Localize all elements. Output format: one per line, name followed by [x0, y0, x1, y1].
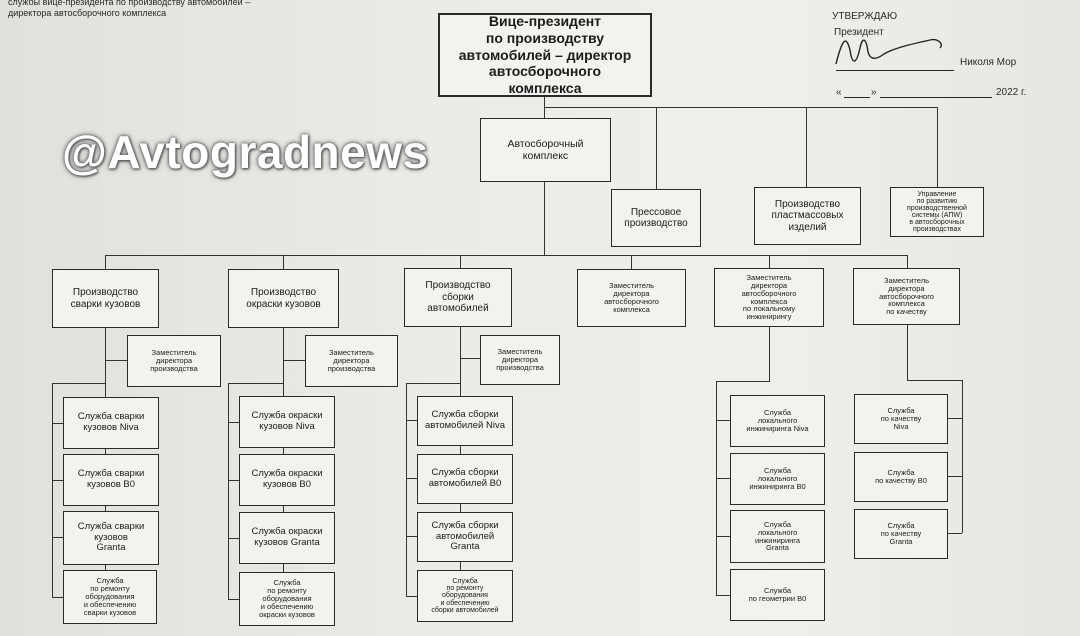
box-assembly-repair: Служба по ремонту оборудования и обеспеч…	[417, 570, 513, 622]
connector	[406, 383, 460, 385]
connector	[283, 255, 285, 269]
box-vice-president: Вице-президент по производству автомобил…	[438, 13, 652, 97]
box-assembly-complex: Автосборочный комплекс	[480, 118, 611, 182]
box-geometry-b0: Служба по геометрии В0	[730, 569, 825, 621]
box-weld-niva: Служба сварки кузовов Niva	[63, 397, 159, 449]
connector	[907, 255, 909, 268]
connector	[937, 107, 939, 187]
box-quality-niva: Служба по качеству Niva	[854, 394, 948, 444]
connector	[52, 383, 105, 385]
box-aps-department: Управление по развитию производственной …	[890, 187, 984, 237]
connector	[105, 255, 107, 269]
box-deputy-local-engineering: Заместитель директора автосборочного ком…	[714, 268, 824, 327]
connector	[406, 383, 408, 597]
connector	[716, 381, 718, 596]
connector	[228, 422, 239, 424]
connector	[544, 107, 938, 109]
box-paint-deputy-director: Заместитель директора производства	[305, 335, 398, 387]
box-engineering-granta: Служба локального инжиниринга Granta	[730, 510, 825, 563]
connector	[716, 478, 730, 480]
signature-underline	[836, 70, 954, 71]
connector	[656, 107, 658, 189]
box-assembly-deputy-director: Заместитель директора производства	[480, 335, 560, 385]
connector	[283, 360, 305, 362]
box-deputy-quality: Заместитель директора автосборочного ком…	[853, 268, 960, 325]
connector	[806, 107, 808, 187]
connector	[228, 538, 239, 540]
box-press-production: Прессовое производство	[611, 189, 701, 247]
box-weld-b0: Служба сварки кузовов В0	[63, 454, 159, 506]
connector	[544, 107, 546, 118]
connector	[769, 327, 771, 382]
date-quote-close: »	[871, 87, 877, 98]
box-paint-niva: Служба окраски кузовов Niva	[239, 396, 335, 448]
box-quality-b0: Служба по качеству В0	[854, 452, 948, 502]
connector	[105, 255, 908, 257]
approver-role: Президент	[834, 27, 884, 38]
connector	[52, 537, 63, 539]
connector	[406, 596, 417, 598]
connector	[228, 599, 239, 601]
document-header-text: службы вице-президента по производству а…	[8, 0, 251, 18]
connector	[460, 358, 480, 360]
box-weld-granta: Служба сварки кузовов Granta	[63, 511, 159, 565]
box-paint-b0: Служба окраски кузовов В0	[239, 454, 335, 506]
box-weld-deputy-director: Заместитель директора производства	[127, 335, 221, 387]
box-assembly-niva: Служба сборки автомобилей Niva	[417, 396, 513, 446]
connector	[228, 480, 239, 482]
box-paint-repair: Служба по ремонту оборудования и обеспеч…	[239, 572, 335, 626]
signature-icon	[835, 38, 942, 65]
connector	[52, 597, 63, 599]
connector	[716, 381, 769, 383]
connector	[544, 182, 546, 256]
connector	[460, 255, 462, 268]
connector	[406, 420, 417, 422]
approve-label: УТВЕРЖДАЮ	[832, 11, 898, 22]
connector	[948, 418, 962, 420]
connector	[406, 478, 417, 480]
box-deputy-assembly-complex: Заместитель директора автосборочного ком…	[577, 269, 686, 327]
connector	[544, 97, 546, 108]
box-assembly-granta: Служба сборки автомобилей Granta	[417, 512, 513, 562]
box-assembly-b0: Служба сборки автомобилей В0	[417, 454, 513, 504]
connector	[948, 533, 962, 535]
connector	[105, 360, 127, 362]
connector	[962, 380, 964, 533]
connector	[631, 255, 633, 269]
connector	[948, 476, 962, 478]
connector	[716, 595, 730, 597]
connector	[716, 420, 730, 422]
connector	[228, 383, 283, 385]
connector	[52, 480, 63, 482]
connector	[406, 536, 417, 538]
connector	[907, 325, 909, 381]
approver-name: Николя Мор	[960, 57, 1017, 68]
box-paint-granta: Служба окраски кузовов Granta	[239, 512, 335, 564]
date-year: 2022 г.	[996, 87, 1027, 98]
box-quality-granta: Служба по качеству Granta	[854, 509, 948, 559]
box-welding-production: Производство сварки кузовов	[52, 269, 159, 328]
connector	[228, 383, 230, 600]
connector	[769, 255, 771, 268]
box-painting-production: Производство окраски кузовов	[228, 269, 339, 328]
box-plastic-production: Производство пластмассовых изделий	[754, 187, 861, 245]
connector	[716, 536, 730, 538]
date-day-underline	[844, 97, 870, 98]
connector	[907, 380, 963, 382]
box-assembly-production: Производство сборки автомобилей	[404, 268, 512, 327]
box-engineering-b0: Служба локального инжиниринга В0	[730, 453, 825, 505]
date-quote-open: «	[836, 87, 842, 98]
connector	[52, 423, 63, 425]
connector	[52, 383, 54, 598]
box-engineering-niva: Служба локального инжиниринга Niva	[730, 395, 825, 447]
watermark-label: @Avtogradnews	[62, 126, 429, 178]
date-month-underline	[880, 97, 992, 98]
box-weld-repair: Служба по ремонту оборудования и обеспеч…	[63, 570, 157, 624]
